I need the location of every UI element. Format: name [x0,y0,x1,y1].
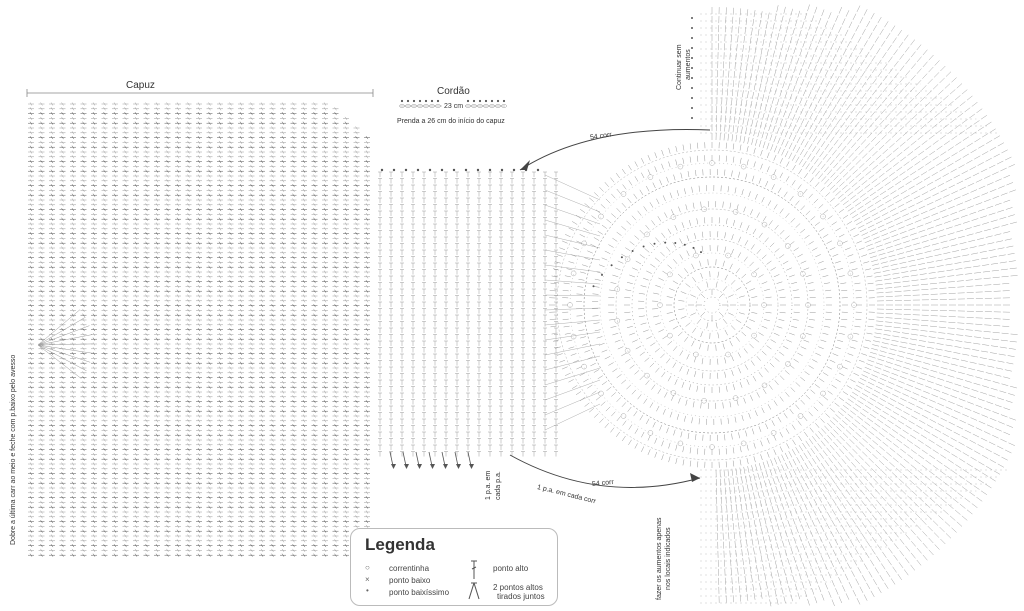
cordao-note: Prenda a 26 cm do início do capuz [397,118,505,125]
legend-item: ponto baixo [389,576,431,585]
legend-item: ponto alto [493,564,529,573]
ponto-baixissimo-icon: • [366,586,369,595]
bottom-right-note-1: fazer os aumentos apenas [656,517,663,601]
legend-title: Legenda [365,535,435,554]
capuz-title: Capuz [126,80,155,91]
ponto-alto-icon [471,560,477,579]
top-right-note-2: aumentos [685,49,692,80]
cordao-title: Cordão [437,86,470,97]
ponto-baixo-icon: × [365,575,370,584]
chain-arrow-top [519,129,711,171]
cordao-length: 23 cm [442,103,466,110]
top-right-note-1: Continuar sem [676,44,683,90]
skirt-rays [691,4,1018,607]
body-panel-grid [378,168,601,457]
chain-arrow-bottom [509,454,701,488]
legend-item: tirados juntos [497,592,545,601]
legend-item: ponto baixíssimo [389,588,450,597]
left-vertical-note: Dobre a última carr ao meio e feche com … [10,354,17,545]
correntinha-icon: ○ [365,563,370,572]
circular-yoke-grid [549,142,875,468]
legend-item: 2 pontos altos [493,583,543,592]
legend-item: correntinha [389,564,430,573]
side-note-2: cada p.a. [495,471,502,500]
legend-box: Legenda ○ correntinha × ponto baixo • po… [350,528,558,606]
side-note-1: 1 p.a. em [485,470,492,500]
bottom-right-note-2: nos locais indicados [665,527,672,590]
capuz-stitch-grid [28,102,370,557]
dois-pontos-altos-icon [468,582,480,600]
panel-down-arrows [389,451,474,469]
